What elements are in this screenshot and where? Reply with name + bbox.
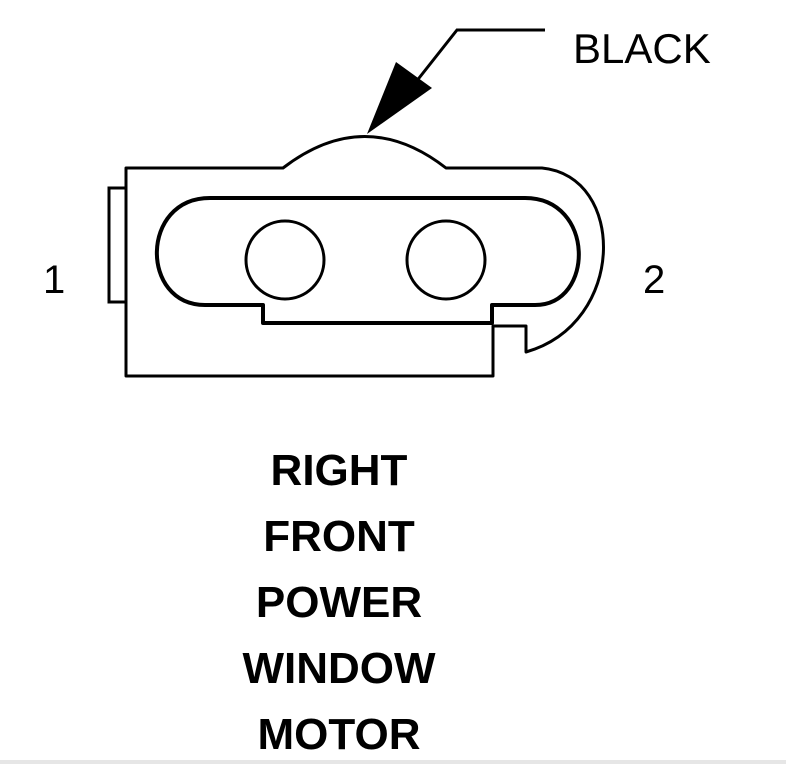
color-leader-line bbox=[406, 28, 545, 93]
pin-1-label: 1 bbox=[43, 258, 65, 302]
title-line: POWER bbox=[255, 578, 423, 627]
bottom-divider bbox=[0, 760, 786, 764]
title-line: WINDOW bbox=[242, 644, 436, 693]
title-line: MOTOR bbox=[257, 710, 421, 759]
title-line: RIGHT bbox=[270, 446, 408, 495]
connector-cavity bbox=[154, 196, 581, 325]
title-line: FRONT bbox=[263, 512, 415, 561]
connector-color-label: BLACK bbox=[573, 25, 711, 72]
terminal-cavity-pin-1 bbox=[244, 219, 326, 301]
component-title: RIGHT FRONT POWER WINDOW MOTOR bbox=[186, 438, 492, 768]
pin-2-label: 2 bbox=[643, 258, 665, 302]
terminal-cavity-pin-2 bbox=[405, 219, 487, 301]
connector-side-tab bbox=[107, 186, 128, 304]
color-leader-arrowhead bbox=[367, 62, 432, 134]
